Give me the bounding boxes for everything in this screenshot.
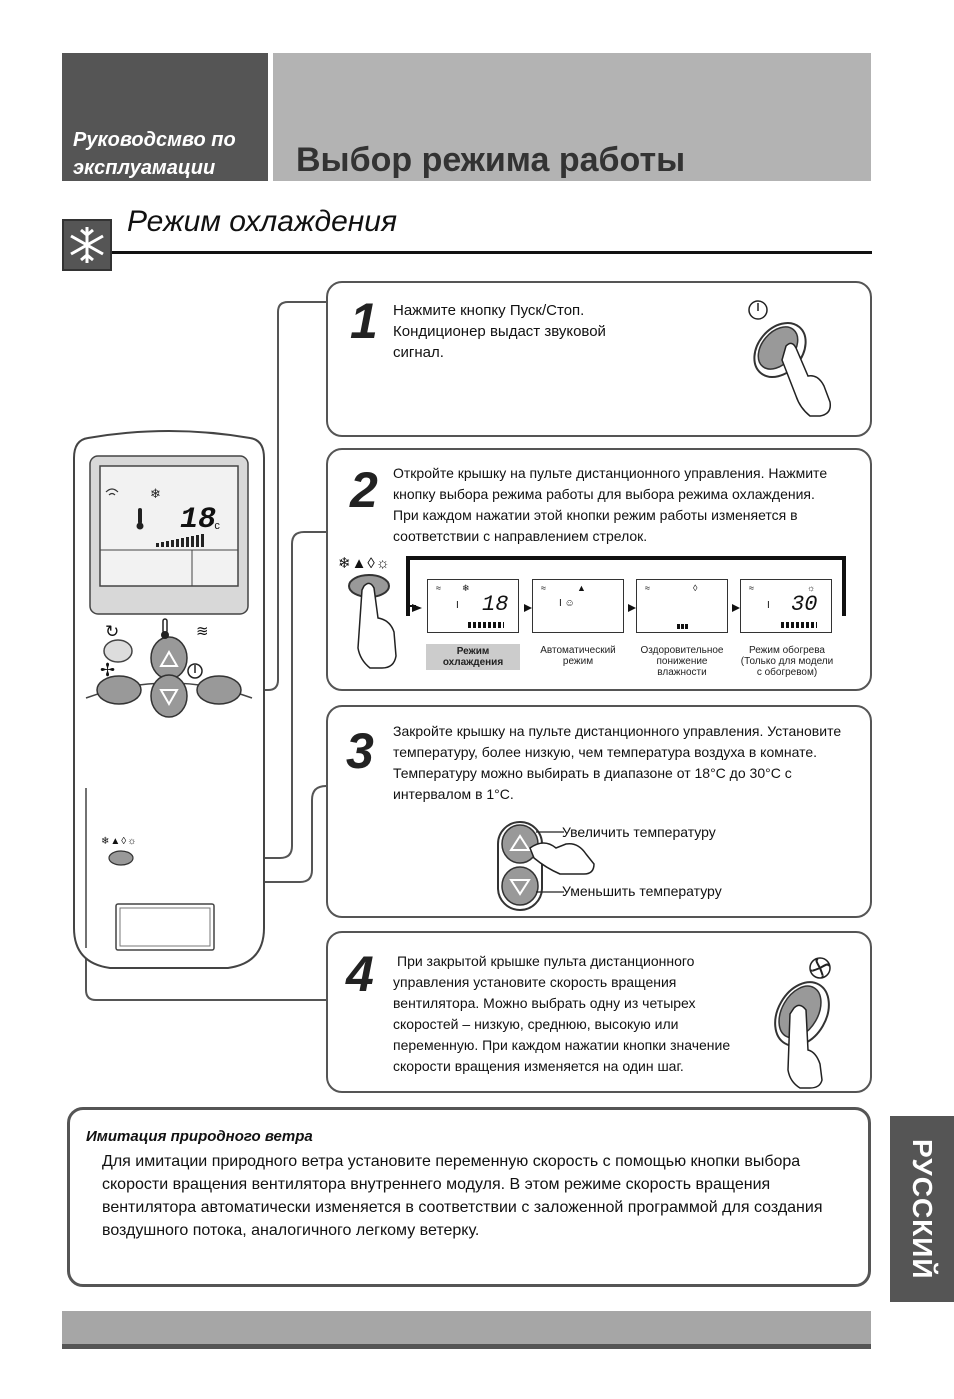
mode-lcd-cool-temp: 18 (482, 592, 509, 617)
remote-control: ❄ (73, 430, 265, 969)
svg-text:❄: ❄ (150, 487, 161, 502)
temp-up-button[interactable] (151, 640, 187, 682)
step-1-number: 1 (350, 293, 378, 349)
step-2-box (326, 448, 872, 691)
power-button[interactable] (197, 678, 241, 706)
temp-down-button[interactable] (151, 678, 187, 720)
language-label: РУССКИЙ (907, 1138, 938, 1280)
section-title: Режим охлаждения (127, 205, 397, 238)
snowflake-icon (62, 219, 112, 271)
step-3-number: 3 (346, 723, 374, 779)
temp-down-label: Уменьшить температуру (562, 883, 722, 899)
remote-display-unit: °c (210, 520, 220, 532)
section-underline (112, 251, 872, 254)
step-2-text: Откройте крышку на пульте дистанционного… (393, 465, 828, 544)
step-1-text: Нажмите кнопку Пуск/Стоп. Кондиционер вы… (393, 302, 606, 361)
mode-icons: ❄▲◊☼ (338, 555, 391, 572)
mode-press-illustration (348, 574, 397, 669)
mode-cycle-arrow (406, 556, 846, 616)
fan-speed-button[interactable] (105, 678, 145, 706)
header-right-block (273, 53, 871, 181)
mode-lcd-heat-temp: 30 (791, 592, 818, 617)
temp-up-label: Увеличить температуру (562, 824, 716, 840)
step-4-number: 4 (346, 946, 374, 1002)
step-2-number: 2 (350, 462, 378, 518)
remote-display-temp: 18 (180, 503, 217, 537)
mode-label-auto: Автоматический режим (540, 645, 616, 667)
mode-label-dry: Оздоровительное понижение влажности (640, 645, 724, 678)
header-left-block (62, 53, 268, 181)
note-title: Имитация природного ветра (86, 1128, 313, 1145)
fan-icon: ✢ (100, 660, 116, 680)
remote-mode-icons: ❄▲◊☼ (101, 836, 138, 847)
page-title: Выбор режима работы (296, 141, 686, 179)
swing-icon: ↻ (105, 622, 120, 641)
power-icon (186, 662, 204, 685)
thermometer-icon (160, 618, 170, 645)
step-3-box (326, 705, 872, 918)
mode-label-cool: Режим охлаждения (426, 644, 520, 670)
fan-press-illustration (774, 957, 831, 1089)
note-body: Для имитации природного ветра установите… (102, 1153, 823, 1239)
mode-label-heat: Режим обогрева (Только для модели с обог… (740, 645, 834, 678)
language-tab (890, 1116, 954, 1302)
mode-lcd-auto: ≈ ▲ I ☺ (532, 579, 624, 633)
mode-lcd-heat: ≈ ☼ I 30 (740, 579, 832, 633)
note-box (67, 1107, 871, 1287)
mode-lcd-cool: ≈ ❄ I 18 (427, 579, 519, 633)
power-press-illustration (748, 300, 832, 417)
step-3-text: Закройте крышку на пульте дистанционного… (393, 723, 842, 802)
mode-lcd-dry: ≈ ◊ (636, 579, 728, 633)
step-4-text: При закрытой крышке пульта дистанционног… (393, 953, 731, 1074)
mode-button[interactable] (109, 851, 133, 865)
footer-bar (62, 1311, 871, 1349)
manual-label: Руководсмво по эксплуамации (73, 129, 236, 179)
temp-buttons-illustration (497, 821, 595, 911)
airflow-icon: ≋ (196, 623, 209, 640)
